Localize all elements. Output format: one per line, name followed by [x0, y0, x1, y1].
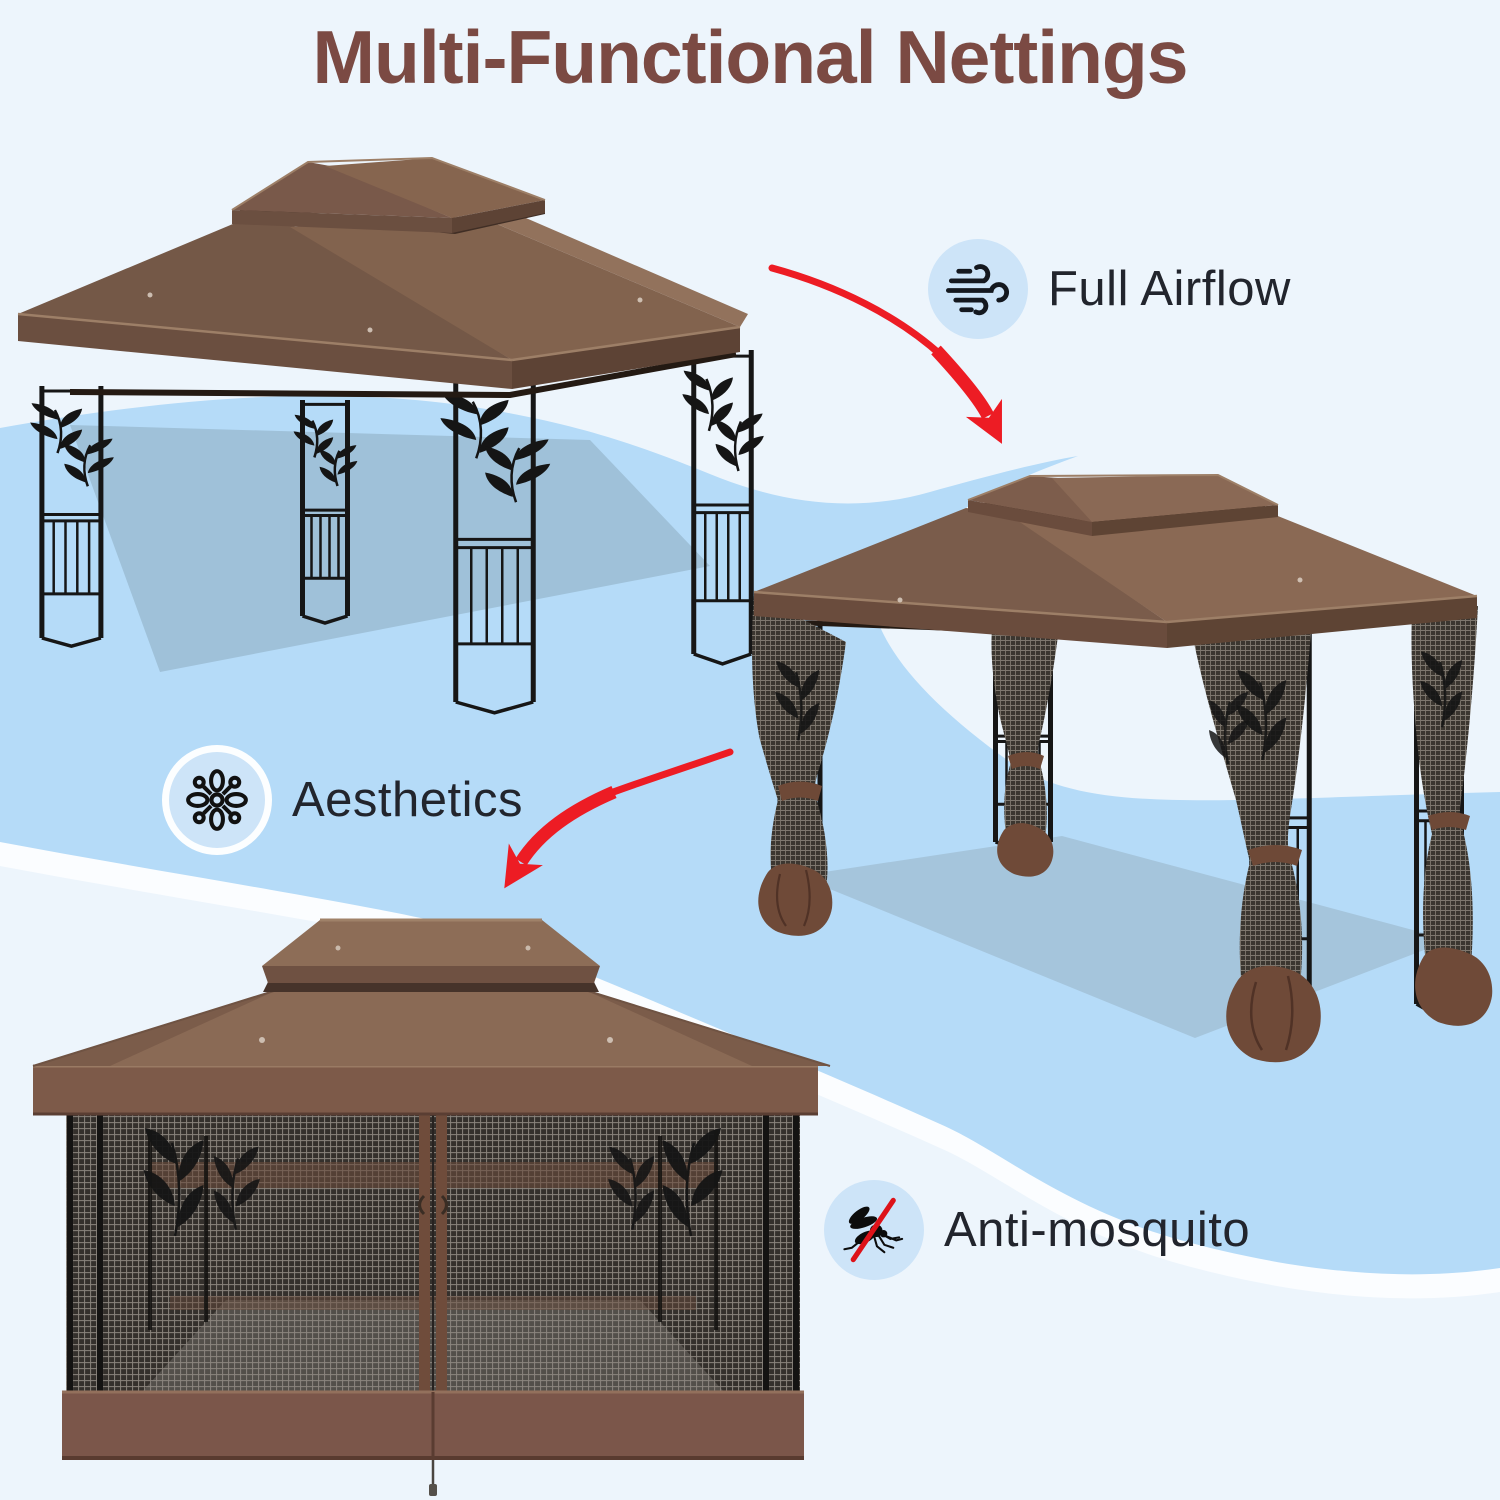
callout-label: Anti-mosquito: [944, 1203, 1251, 1257]
callout-anti-mosquito: Anti-mosquito: [824, 1180, 1250, 1280]
callout-full-airflow: Full Airflow: [928, 239, 1291, 339]
arrow-to-closed-gazebo: [504, 748, 734, 889]
wind-icon: [928, 239, 1028, 339]
netting-curtains: [752, 594, 1493, 1063]
gazebo-nettings-tied-illustration: [752, 473, 1493, 1063]
callout-label: Aesthetics: [292, 773, 524, 827]
page-title: Multi-Functional Nettings: [312, 15, 1189, 99]
gazebo-open-illustration: [17, 156, 764, 713]
gazebo-nettings-closed-illustration: [32, 918, 831, 1496]
callout-aesthetics: Aesthetics: [162, 745, 523, 855]
floral-ornament-icon: [162, 745, 272, 855]
callout-label: Full Airflow: [1048, 262, 1291, 316]
no-mosquito-icon: [824, 1180, 924, 1280]
arrow-to-tied-gazebo: [768, 264, 1002, 444]
